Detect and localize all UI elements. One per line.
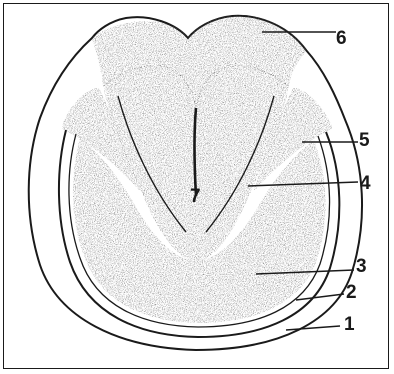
callout-3: 3 (356, 256, 367, 277)
callout-2: 2 (346, 282, 357, 303)
callout-5: 5 (359, 130, 370, 151)
callout-7: 7 (190, 186, 201, 207)
callout-6: 6 (336, 28, 347, 49)
callout-4: 4 (360, 173, 371, 194)
callout-1: 1 (344, 314, 355, 335)
central-sulcus (195, 108, 197, 196)
